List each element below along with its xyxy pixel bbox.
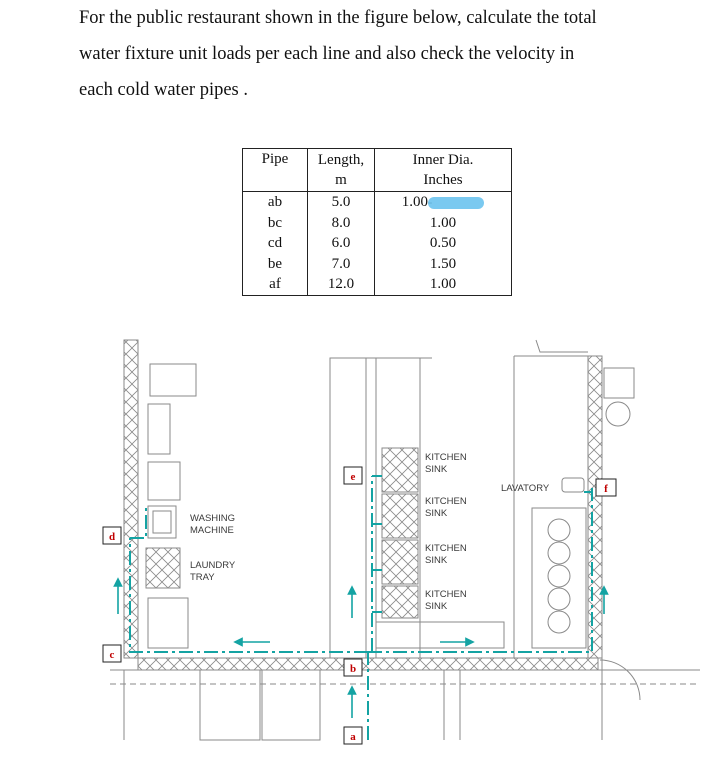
node-f-label: f — [604, 483, 608, 495]
kitchen-sink-2 — [381, 493, 419, 539]
kitchen-sink-3 — [381, 539, 419, 585]
bottom-counter — [375, 621, 505, 649]
cell-length: 12.0 — [307, 274, 375, 296]
equipment-right — [603, 367, 635, 399]
washing-machine-symbol — [147, 505, 177, 539]
label-washing-2: MACHINE — [190, 525, 234, 536]
label-kitchen-3b: SINK — [425, 555, 448, 566]
label-kitchen-1a: KITCHEN — [425, 452, 467, 463]
appliance-top — [149, 363, 197, 397]
node-d-box — [102, 526, 122, 545]
kitchen-sink-4 — [381, 585, 419, 619]
label-lavatory: LAVATORY — [501, 483, 550, 494]
pipe-table: Pipe Length, m Inner Dia. Inches ab 5.0 … — [242, 148, 512, 296]
table-row: af 12.0 1.00 — [242, 274, 512, 296]
bottom-openings — [199, 659, 641, 741]
node-c-box — [102, 644, 122, 663]
label-laundry-2: TRAY — [190, 572, 215, 583]
label-washing-1: WASHING — [190, 513, 235, 524]
table-row: bc 8.0 1.00 — [242, 212, 512, 233]
label-kitchen-1b: SINK — [425, 464, 448, 475]
cell-dia: 1.00 — [374, 274, 512, 296]
left-fixtures — [145, 363, 197, 649]
label-laundry-1: LAUNDRY — [190, 560, 236, 571]
node-e-box — [343, 466, 363, 485]
cold-water-pipes — [129, 475, 593, 740]
label-kitchen-4b: SINK — [425, 601, 448, 612]
right-fixtures — [513, 339, 635, 658]
sink-branches — [372, 475, 382, 613]
cabinet — [147, 597, 189, 649]
header-dia-line2: Inches — [423, 172, 463, 188]
pipe-af — [368, 488, 593, 653]
basin-circle — [547, 564, 571, 588]
cell-dia: 1.00 — [374, 212, 512, 233]
cell-length: 8.0 — [307, 212, 375, 233]
cell-dia-value: 1.00 — [401, 194, 428, 211]
door-left — [199, 669, 261, 741]
lavatory-symbol — [561, 477, 585, 493]
problem-line-1: For the public restaurant shown in the f… — [79, 8, 597, 28]
lavatory-counter — [531, 507, 587, 649]
node-a-label: a — [350, 731, 356, 743]
basin-circle — [547, 610, 571, 634]
table-row: be 7.0 1.50 — [242, 253, 512, 274]
fixture-labels: WASHING MACHINE LAUNDRY TRAY KITCHEN SIN… — [190, 452, 550, 612]
node-a-box — [343, 726, 363, 745]
right-counter — [375, 357, 421, 659]
cell-dia: 0.50 — [374, 233, 512, 254]
right-wall — [587, 355, 603, 659]
header-dia-line1: Inner Dia. — [412, 152, 474, 168]
kitchen-sink-1 — [381, 447, 419, 493]
header-length: Length, m — [307, 148, 375, 192]
problem-line-3: each cold water pipes . — [79, 80, 248, 100]
label-kitchen-2a: KITCHEN — [425, 496, 467, 507]
label-kitchen-3a: KITCHEN — [425, 543, 467, 554]
header-length-line2: m — [335, 172, 347, 188]
cell-dia: 1.50 — [374, 253, 512, 274]
equipment-round — [605, 401, 631, 427]
label-kitchen-2b: SINK — [425, 508, 448, 519]
laundry-tray-symbol — [145, 547, 181, 589]
node-labels: a b c d e f — [102, 466, 617, 745]
problem-line-2: water fixture unit loads per each line a… — [79, 44, 575, 64]
node-b-box — [343, 658, 363, 677]
basin-circle — [547, 518, 571, 542]
door-right — [261, 669, 321, 741]
problem-statement: For the public restaurant shown in the f… — [79, 0, 689, 108]
cell-dia: 1.00- — [374, 191, 512, 213]
pipe-bc-cd — [129, 538, 368, 653]
header-inner-dia: Inner Dia. Inches — [374, 148, 512, 192]
basin-circle — [547, 587, 571, 611]
flow-arrows — [113, 577, 609, 718]
left-counter — [329, 357, 367, 659]
counter-unit — [147, 403, 171, 455]
node-e-label: e — [351, 471, 356, 483]
header-length-line1: Length, — [317, 152, 365, 168]
table-row: cd 6.0 0.50 — [242, 233, 512, 254]
table-row: ab 5.0 1.00- — [242, 191, 512, 213]
redaction-blot — [428, 196, 485, 209]
node-c-label: c — [110, 649, 115, 661]
counter-unit — [147, 461, 181, 501]
node-d-label: d — [109, 531, 115, 543]
cell-pipe: bc — [242, 212, 308, 233]
node-f-box — [595, 478, 617, 497]
cell-pipe: ab — [242, 191, 308, 213]
basin-circle — [547, 541, 571, 565]
table-header-row: Pipe Length, m Inner Dia. Inches — [242, 148, 512, 192]
cell-length: 5.0 — [307, 191, 375, 213]
washing-branch — [130, 506, 147, 539]
label-kitchen-4a: KITCHEN — [425, 589, 467, 600]
center-counters — [329, 357, 505, 659]
node-b-label: b — [350, 663, 356, 675]
